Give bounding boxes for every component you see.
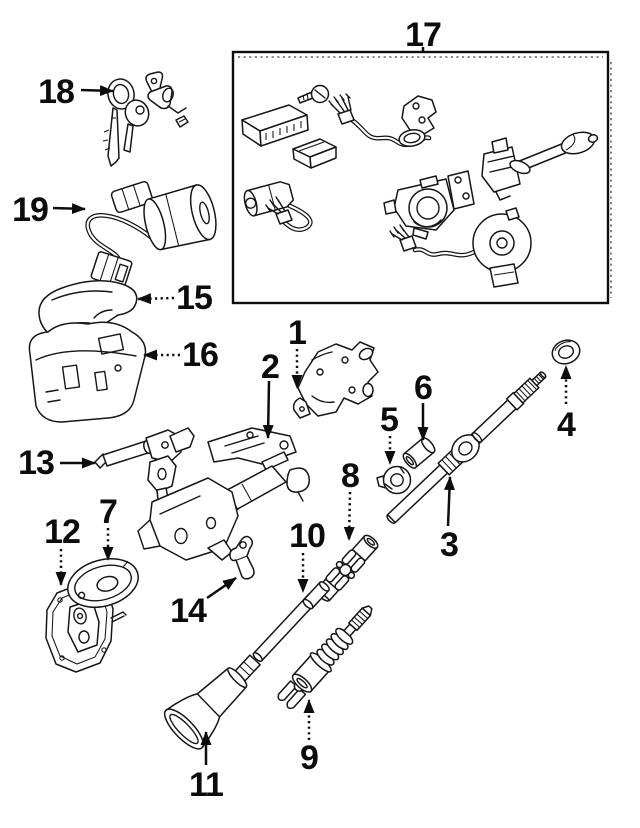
- sensor-switch-part: [398, 95, 437, 147]
- callout-label-9: 9: [300, 739, 318, 777]
- callout-label-14: 14: [170, 592, 207, 630]
- spiral-cable-part: [389, 207, 532, 288]
- callout-label-17: 17: [405, 16, 441, 54]
- column-tube-assembly-part: [137, 427, 311, 561]
- stalk-lever-part: [481, 131, 599, 201]
- bushing-part: [402, 437, 436, 469]
- key-set-part: [102, 71, 189, 167]
- arrow-19: [52, 203, 86, 215]
- wire-connector-part: [328, 93, 432, 148]
- main-shaft-part: [386, 371, 547, 524]
- tilt-lever-part: [94, 427, 195, 501]
- arrow-3: [443, 476, 455, 527]
- arrow-15: [137, 293, 175, 305]
- callout-label-2: 2: [261, 348, 279, 386]
- sliding-yoke-shaft-part: [277, 605, 373, 710]
- callout-label-7: 7: [99, 493, 117, 531]
- callout-label-12: 12: [44, 513, 80, 551]
- arrow-14: [206, 576, 237, 600]
- callout-label-6: 6: [414, 369, 432, 407]
- boot-cover-part: [163, 667, 248, 750]
- switch-group-inset-box: [231, 47, 612, 305]
- seal-plate-part: [67, 558, 139, 608]
- callout-label-16: 16: [182, 336, 218, 374]
- callout-label-3: 3: [440, 526, 458, 564]
- arrow-18: [80, 85, 114, 97]
- callout-label-8: 8: [341, 457, 359, 495]
- bearing-ring-part: [551, 339, 581, 365]
- callout-label-15: 15: [176, 279, 212, 317]
- combination-switch-part: [383, 170, 475, 240]
- ignition-switch-part: [85, 180, 217, 289]
- arrow-8: [343, 491, 355, 541]
- callout-label-19: 19: [12, 191, 48, 229]
- stopper-lever-part: [229, 535, 255, 580]
- relay-block-part: [241, 104, 309, 147]
- callout-labels: 1 2 3 4 5 6 7 8 9 10 11 12 13 14 15 16 1…: [12, 16, 577, 804]
- callout-label-18: 18: [38, 73, 74, 111]
- harness-plug-part: [243, 181, 313, 232]
- lower-column-cover-part: [28, 321, 147, 423]
- callout-label-10: 10: [289, 517, 325, 555]
- callout-label-13: 13: [18, 444, 54, 482]
- arrow-2: [262, 380, 274, 439]
- clamp-part: [376, 465, 412, 495]
- callout-label-1: 1: [288, 314, 306, 352]
- callout-label-5: 5: [380, 401, 398, 439]
- callout-label-4: 4: [557, 406, 576, 444]
- intermediate-shaft-part: [233, 581, 330, 683]
- callout-label-11: 11: [189, 766, 223, 804]
- control-module-part: [292, 138, 337, 169]
- upper-bracket-part: [292, 341, 379, 419]
- callout-arrows: [52, 85, 572, 765]
- screw-part: [297, 84, 330, 104]
